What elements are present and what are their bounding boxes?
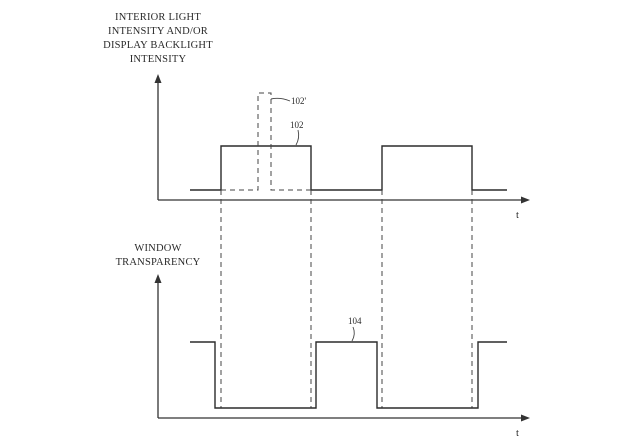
top-ylabel-line-1: INTERIOR LIGHT: [115, 12, 201, 23]
bottom-ylabel-line-1: WINDOW: [134, 243, 181, 254]
ref-104: 104: [348, 316, 362, 326]
ref-102-leader: [295, 129, 300, 146]
bottom-chart: WINDOW TRANSPARENCY t 104: [116, 243, 530, 439]
ref-102-prime-leader: [270, 97, 291, 102]
top-ylabel-line-4: INTENSITY: [130, 54, 187, 65]
bottom-ylabel-line-2: TRANSPARENCY: [116, 257, 201, 268]
signal-102-prime: [221, 92, 311, 191]
signal-102: [190, 145, 507, 191]
ref-102: 102: [290, 120, 304, 130]
bottom-y-axis-arrow: [154, 274, 162, 283]
top-ylabel-line-2: INTENSITY AND/OR: [108, 26, 208, 37]
top-y-axis-arrow: [154, 74, 162, 83]
ref-104-leader: [351, 326, 355, 342]
alignment-guides: [220, 190, 473, 408]
ref-102-prime: 102': [291, 96, 307, 106]
top-chart: INTERIOR LIGHT INTENSITY AND/OR DISPLAY …: [103, 12, 530, 221]
top-xlabel: t: [516, 210, 519, 221]
signal-104: [190, 341, 507, 409]
bottom-xlabel: t: [516, 428, 519, 439]
bottom-x-axis-arrow: [521, 414, 530, 422]
top-x-axis-arrow: [521, 196, 530, 204]
top-ylabel-line-3: DISPLAY BACKLIGHT: [103, 40, 213, 51]
